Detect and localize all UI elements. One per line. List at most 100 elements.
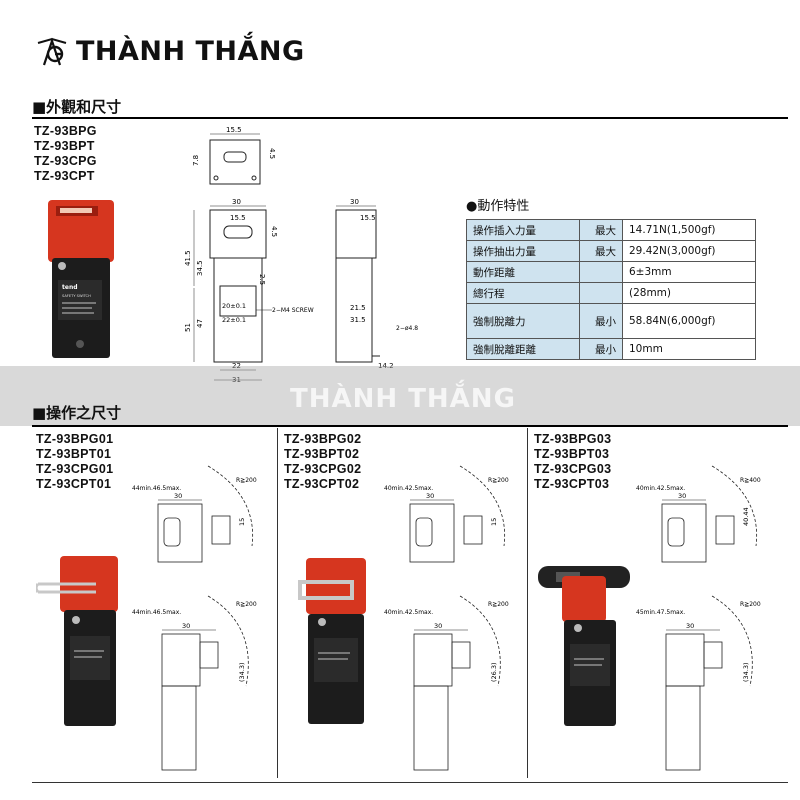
spec-label: 強制脫離距離 bbox=[466, 338, 580, 360]
dim-label: 30 bbox=[434, 622, 442, 630]
radius-arc bbox=[711, 465, 758, 547]
spec-value: 10mm bbox=[622, 338, 756, 360]
table-row: 總行程 (28mm) bbox=[466, 282, 756, 304]
spec-limit bbox=[579, 261, 623, 283]
radius-label: R≧200 bbox=[236, 477, 257, 484]
column-divider bbox=[527, 428, 528, 778]
photo-switch-label: SAFETY SWITCH bbox=[62, 294, 91, 298]
operation-drawing-col3: 40min.42.5max. R≧400 30 40.44 45min.47.5max.… bbox=[636, 465, 761, 771]
dim-label: 30 bbox=[232, 198, 241, 206]
key-slot bbox=[163, 517, 181, 547]
model-code: TZ-93CPT02 bbox=[284, 477, 360, 491]
product-photo-col2 bbox=[298, 558, 366, 724]
spec-limit: 最大 bbox=[579, 240, 623, 262]
column-divider bbox=[277, 428, 278, 778]
model-code: TZ-93CPT bbox=[34, 169, 95, 183]
approach-note: 44min.46.5max. bbox=[132, 609, 181, 616]
watermark-text: THÀNH THẮNG bbox=[290, 384, 516, 414]
model-list-col3: TZ-93BPG03 TZ-93BPT03 TZ-93CPG03 TZ-93CP… bbox=[534, 432, 611, 492]
dim-label: 51 bbox=[184, 323, 192, 332]
model-list-col1: TZ-93BPG01 TZ-93BPT01 TZ-93CPG01 TZ-93CP… bbox=[36, 432, 113, 492]
operation-drawing-col2: 40min.42.5max.R≧200301540min.42.5max.R≧2… bbox=[384, 465, 509, 771]
watermark-band bbox=[0, 366, 800, 426]
brand-name: THÀNH THẮNG bbox=[76, 36, 305, 67]
spec-limit: 最大 bbox=[579, 219, 623, 241]
dim-label: 30 bbox=[174, 492, 182, 500]
spec-limit bbox=[579, 282, 623, 304]
actuator-outline bbox=[715, 515, 735, 545]
model-code: TZ-93BPT01 bbox=[36, 447, 112, 461]
model-code: TZ-93BPT02 bbox=[284, 447, 360, 461]
dim-label: 30 bbox=[350, 198, 359, 206]
radius-arc bbox=[459, 595, 501, 687]
product-photo-col1 bbox=[36, 556, 118, 726]
table-row: 動作距離 6±3mm bbox=[466, 261, 756, 283]
bottom-rule bbox=[32, 782, 788, 783]
model-code: TZ-93BPT bbox=[34, 139, 95, 153]
photo-brand-label: tend bbox=[62, 284, 78, 291]
model-code: TZ-93CPT03 bbox=[534, 477, 610, 491]
model-code: TZ-93CPT01 bbox=[36, 477, 112, 491]
spec-value: 14.71N(1,500gf) bbox=[622, 219, 756, 241]
model-code: TZ-93BPT03 bbox=[534, 447, 610, 461]
dim-label: 31 bbox=[232, 376, 241, 384]
key-slot bbox=[667, 517, 685, 547]
dim-label: 30 bbox=[686, 622, 694, 630]
spec-limit: 最小 bbox=[579, 303, 623, 339]
key-slot bbox=[415, 517, 433, 547]
table-row: 強制脫離距離 最小 10mm bbox=[466, 338, 756, 360]
actuator-outline bbox=[199, 641, 219, 669]
model-code: TZ-93BPG02 bbox=[284, 432, 362, 446]
dim-label: 22±0.1 bbox=[222, 316, 246, 324]
dim-label: 31.5 bbox=[350, 316, 366, 324]
radius-arc bbox=[711, 595, 753, 687]
radius-label: R≧400 bbox=[740, 477, 761, 484]
radius-arc bbox=[207, 465, 254, 547]
model-list-main: TZ-93BPG TZ-93BPT TZ-93CPG TZ-93CPT bbox=[34, 124, 97, 184]
spec-table: 操作插入力量 最大 14.71N(1,500gf) 操作抽出力量 最大 29.4… bbox=[466, 219, 756, 360]
dim-label: 15 bbox=[238, 518, 246, 526]
dim-top-width: 15.5 bbox=[226, 126, 242, 134]
switch-outline bbox=[161, 633, 201, 687]
spec-value: 29.42N(3,000gf) bbox=[622, 240, 756, 262]
dim-label: 15.5 bbox=[360, 214, 376, 222]
product-photo-col3 bbox=[538, 566, 630, 726]
dim-label: 22 bbox=[232, 362, 241, 370]
dim-label: 47 bbox=[196, 319, 204, 328]
screw-label: 2−M4 SCREW bbox=[272, 307, 314, 314]
dim-label: 20±0.1 bbox=[222, 302, 246, 310]
side-view-drawing: 30 15.5 21.5 31.5 2−ø4.8 14.2 bbox=[335, 198, 418, 370]
model-code: TZ-93CPG02 bbox=[284, 462, 362, 476]
radius-arc bbox=[459, 465, 506, 547]
radius-label: R≧200 bbox=[740, 601, 761, 608]
dim-label: 40.44 bbox=[742, 507, 750, 526]
actuator-outline bbox=[703, 641, 723, 669]
switch-outline bbox=[157, 503, 203, 563]
dim-label: 34.5 bbox=[196, 260, 204, 276]
dim-top-offset: 4.5 bbox=[268, 148, 276, 159]
spec-label: 強制脫離力 bbox=[466, 303, 580, 339]
table-row: 操作抽出力量 最大 29.42N(3,000gf) bbox=[466, 240, 756, 262]
product-photo-main: tend SAFETY SWITCH bbox=[48, 200, 114, 358]
model-code: TZ-93BPG03 bbox=[534, 432, 612, 446]
dim-label: 2.5 bbox=[258, 274, 266, 285]
dim-label: (26.3) bbox=[490, 662, 498, 682]
actuator-outline bbox=[463, 515, 483, 545]
switch-outline bbox=[665, 633, 705, 687]
model-list-col2: TZ-93BPG02 TZ-93BPT02 TZ-93CPG02 TZ-93CP… bbox=[284, 432, 361, 492]
spec-label: 動作距離 bbox=[466, 261, 580, 283]
dim-label: 15.5 bbox=[230, 214, 246, 222]
section-title-operation: ■操作之尺寸 bbox=[32, 404, 122, 422]
switch-outline bbox=[409, 503, 455, 563]
dim-top-height: 7.8 bbox=[192, 155, 200, 166]
approach-note: 40min.42.5max. bbox=[636, 485, 685, 492]
dim-label: 14.2 bbox=[378, 362, 394, 370]
operation-drawing-col1: 44min.46.5max.R≧200301544min.46.5max.R≧2… bbox=[132, 465, 257, 771]
dim-label: 30 bbox=[426, 492, 434, 500]
spec-label: 總行程 bbox=[466, 282, 580, 304]
approach-note: 40min.42.5max. bbox=[384, 609, 433, 616]
spec-value: 6±3mm bbox=[622, 261, 756, 283]
approach-note: 45min.47.5max. bbox=[636, 609, 685, 616]
switch-body-outline bbox=[161, 685, 197, 771]
top-view-drawing: 15.5 7.8 4.5 bbox=[192, 126, 276, 185]
